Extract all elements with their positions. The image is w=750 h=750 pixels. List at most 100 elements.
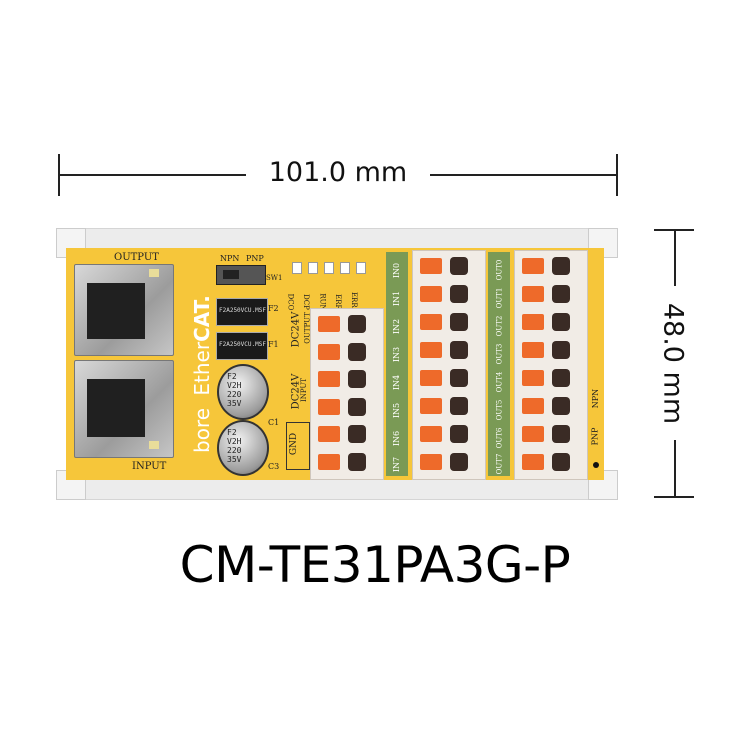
led-4 bbox=[340, 262, 350, 274]
out6-label: OUT6 bbox=[495, 427, 504, 449]
fuse-f2-marking: F2A250VCU.MSF bbox=[219, 307, 266, 314]
brand-ether: Ether bbox=[190, 341, 214, 396]
gnd-label: GND bbox=[289, 432, 300, 456]
output-terminal-wire-entry-0[interactable] bbox=[552, 257, 570, 275]
input-terminal-lever-4[interactable] bbox=[420, 370, 442, 386]
power-terminal-lever-0[interactable] bbox=[318, 316, 340, 332]
power-terminal-wire-entry-2[interactable] bbox=[348, 370, 366, 388]
cap-c1-line3: 220 bbox=[227, 390, 242, 399]
status-leds bbox=[288, 256, 398, 316]
led-3 bbox=[324, 262, 334, 274]
gnd-box: GND bbox=[286, 422, 310, 470]
power-terminal-lever-3[interactable] bbox=[318, 398, 340, 415]
rj45-input-led bbox=[149, 441, 159, 449]
in1-label: IN1 bbox=[392, 290, 402, 307]
power-terminal-wire-entry-5[interactable] bbox=[348, 452, 366, 471]
capacitor-c1-marking: F2 V2H 220 35V bbox=[227, 372, 241, 408]
power-terminal-wire-entry-3[interactable] bbox=[348, 397, 366, 416]
output-terminal-wire-entry-1[interactable] bbox=[552, 285, 570, 303]
dc24v-output-label: DC24V bbox=[290, 311, 302, 348]
height-line-bottom bbox=[674, 440, 676, 498]
output-terminal-wire-entry-4[interactable] bbox=[552, 369, 570, 387]
input-terminal-lever-6[interactable] bbox=[420, 426, 442, 442]
input-terminal-block bbox=[412, 250, 486, 480]
input-terminal-wire-entry-4[interactable] bbox=[450, 369, 468, 387]
capacitor-c1-ref: C1 bbox=[268, 418, 280, 427]
height-label: 48.0 mm bbox=[657, 302, 689, 425]
output-terminal-lever-5[interactable] bbox=[522, 398, 544, 414]
rj45-input-port bbox=[74, 360, 174, 458]
output-terminal-lever-1[interactable] bbox=[522, 286, 544, 302]
input-terminal-lever-3[interactable] bbox=[420, 342, 442, 358]
npn-mode-label: NPN bbox=[591, 388, 601, 409]
input-terminal-wire-entry-3[interactable] bbox=[450, 341, 468, 359]
power-terminal-wire-entry-0[interactable] bbox=[348, 315, 366, 333]
input-terminal-wire-entry-2[interactable] bbox=[450, 313, 468, 331]
switch-knob[interactable] bbox=[223, 270, 239, 279]
input-terminal-lever-7[interactable] bbox=[420, 454, 442, 470]
brand-bore: bore bbox=[190, 407, 214, 453]
led-1 bbox=[292, 262, 302, 274]
output-terminal-wire-entry-3[interactable] bbox=[552, 341, 570, 359]
led-label-dco: DCO bbox=[286, 293, 295, 311]
power-terminal-lever-4[interactable] bbox=[318, 426, 340, 442]
input-terminal-wire-entry-7[interactable] bbox=[450, 453, 468, 471]
input-terminal-wire-entry-5[interactable] bbox=[450, 397, 468, 415]
input-terminal-wire-entry-6[interactable] bbox=[450, 425, 468, 443]
capacitor-c3-marking: F2 V2H 220 35V bbox=[227, 428, 241, 464]
input-terminal-lever-5[interactable] bbox=[420, 398, 442, 414]
out1-label: OUT1 bbox=[495, 287, 504, 309]
width-label: 101.0 mm bbox=[268, 157, 408, 188]
switch-ref: SW1 bbox=[266, 274, 283, 282]
rj45-output-socket bbox=[87, 283, 145, 339]
power-terminal-wire-entry-1[interactable] bbox=[348, 342, 366, 361]
output-label-strip bbox=[488, 252, 510, 476]
output-terminal-wire-entry-7[interactable] bbox=[552, 453, 570, 471]
output-terminal-lever-6[interactable] bbox=[522, 426, 544, 442]
height-dimension: 48.0 mm bbox=[650, 226, 700, 500]
power-terminal-lever-2[interactable] bbox=[318, 371, 340, 387]
input-terminal-wire-entry-1[interactable] bbox=[450, 285, 468, 303]
output-terminal-block bbox=[514, 250, 588, 480]
out7-label: OUT7 bbox=[495, 453, 504, 475]
capacitor-c3-ref: C3 bbox=[268, 462, 280, 471]
power-terminal-block bbox=[310, 308, 384, 480]
input-terminal-lever-0[interactable] bbox=[420, 258, 442, 274]
width-dimension: 101.0 mm bbox=[56, 150, 620, 200]
input-label: INPUT bbox=[132, 461, 167, 472]
dc24v-input-sub: INPUT bbox=[300, 377, 309, 403]
npn-pnp-switch[interactable] bbox=[216, 265, 266, 285]
mode-indicator-dot bbox=[593, 462, 599, 468]
cap-c1-line4: 35V bbox=[227, 399, 242, 408]
input-terminal-lever-2[interactable] bbox=[420, 314, 442, 330]
output-label: OUTPUT bbox=[114, 252, 159, 263]
in7-label: IN7 bbox=[392, 456, 402, 473]
output-terminal-wire-entry-5[interactable] bbox=[552, 397, 570, 415]
output-terminal-lever-4[interactable] bbox=[522, 370, 544, 386]
led-2 bbox=[308, 262, 318, 274]
capacitor-c3: F2 V2H 220 35V bbox=[217, 420, 269, 476]
power-terminal-lever-1[interactable] bbox=[318, 343, 340, 360]
output-terminal-wire-entry-2[interactable] bbox=[552, 313, 570, 331]
output-terminal-lever-7[interactable] bbox=[522, 454, 544, 470]
switch-npn-label: NPN bbox=[220, 254, 240, 263]
input-label-strip bbox=[386, 252, 408, 476]
led-5 bbox=[356, 262, 366, 274]
fuse-f1-marking: F2A250VCU.MSF bbox=[219, 341, 266, 348]
height-line-top bbox=[674, 230, 676, 286]
output-terminal-lever-2[interactable] bbox=[522, 314, 544, 330]
output-terminal-wire-entry-6[interactable] bbox=[552, 425, 570, 443]
out2-label: OUT2 bbox=[495, 315, 504, 337]
output-terminal-lever-0[interactable] bbox=[522, 258, 544, 274]
out4-label: OUT4 bbox=[495, 371, 504, 393]
input-terminal-lever-1[interactable] bbox=[420, 286, 442, 302]
fuse-f1: F2A250VCU.MSF bbox=[216, 332, 268, 360]
power-terminal-lever-5[interactable] bbox=[318, 453, 340, 470]
power-terminal-wire-entry-4[interactable] bbox=[348, 425, 366, 443]
capacitor-c1: F2 V2H 220 35V bbox=[217, 364, 269, 420]
cap-c3-line3: 220 bbox=[227, 446, 242, 455]
output-terminal-lever-3[interactable] bbox=[522, 342, 544, 358]
fuse-f2-ref: F2 bbox=[268, 304, 279, 313]
input-terminal-wire-entry-0[interactable] bbox=[450, 257, 468, 275]
rj45-output-port bbox=[74, 264, 174, 356]
